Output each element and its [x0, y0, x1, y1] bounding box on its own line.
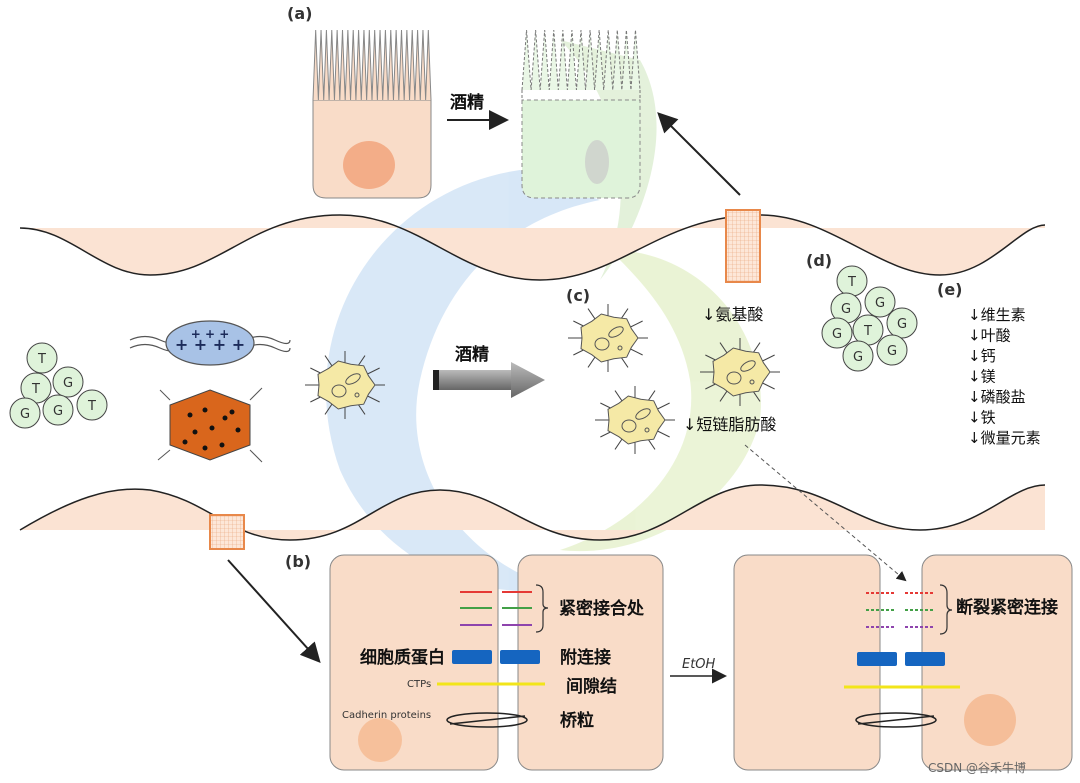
orange-microbe [157, 387, 263, 463]
nutrient-item: ↓铁 [968, 409, 996, 427]
alcohol-label-top: 酒精 [450, 92, 484, 113]
patch-to-panel-b-arrow [227, 559, 321, 663]
gap-junction-label: 间隙结 [566, 676, 617, 697]
lower-wall-edge [19, 484, 1046, 541]
nutrient-item: ↓磷酸盐 [968, 388, 1026, 406]
panel-label-b: (b) [285, 552, 311, 571]
panel-label-e: (e) [937, 280, 962, 299]
microbe-letter: G [897, 317, 907, 332]
microbe-letter: T [847, 275, 856, 290]
microbe-letter: G [63, 376, 73, 391]
nutrient-item: ↓叶酸 [968, 327, 1011, 345]
lower-intestinal-wall [20, 485, 1045, 540]
lumen-to-cell-arrow [657, 112, 741, 196]
alcohol-label-mid: 酒精 [455, 344, 489, 365]
broken-tight-junction-lines [866, 584, 953, 635]
tight-junction-lines [460, 584, 549, 633]
tight-junction-label: 紧密接合处 [559, 598, 645, 619]
panel-label-d: (d) [806, 251, 832, 270]
upper-intestinal-wall [20, 215, 1045, 280]
nutrient-deficiency-list: ↓维生素 ↓叶酸 ↓钙 ↓镁 ↓磷酸盐 ↓铁 ↓微量元素 [968, 306, 1041, 447]
nutrient-item: ↓维生素 [968, 306, 1026, 324]
nutrient-item: ↓钙 [968, 347, 996, 365]
cadherin-label: Cadherin proteins [342, 710, 431, 721]
microbe-letter: G [20, 407, 30, 422]
healthy-epithelial-cell [312, 29, 432, 199]
watermark: CSDN @谷禾牛博 [928, 760, 1026, 775]
nutrient-item: ↓镁 [968, 368, 996, 386]
broken-tight-junction-label: 断裂紧密连接 [956, 597, 1058, 618]
cytoplasmic-protein-label: 细胞质蛋白 [360, 647, 445, 668]
microbe-circle: T [26, 342, 58, 374]
lower-wall-patch [209, 514, 245, 550]
microbe-letter: T [87, 399, 96, 414]
yellow-bacterium [595, 386, 675, 454]
yellow-bacterium [568, 304, 648, 372]
ctps-label: CTPs [407, 679, 431, 690]
desmosome-bar [449, 715, 526, 725]
etoh-label: EtOH [682, 657, 716, 672]
microbe-circle: G [821, 317, 853, 349]
upper-wall-patch [725, 209, 761, 283]
microvilli [312, 29, 432, 101]
damaged-desmosome [855, 712, 937, 728]
amino-acid-label: ↓氨基酸 [702, 305, 763, 324]
microbe-circle: G [9, 397, 41, 429]
microbe-letter: T [37, 352, 46, 367]
microbe-circle: G [876, 334, 908, 366]
microbe-circle: G [52, 366, 84, 398]
nucleus [343, 141, 395, 189]
nutrient-item: ↓微量元素 [968, 429, 1041, 447]
microbe-circle: T [836, 265, 868, 297]
microbe-circle: G [842, 340, 874, 372]
microbe-letter: G [53, 404, 63, 419]
blue-microbe: + + + + + + + [129, 320, 291, 366]
damaged-adherens-blocks [857, 652, 945, 666]
alcohol-arrow-mid [433, 362, 545, 398]
damaged-cell-pair [733, 554, 1073, 771]
svg-text:+ + +: + + + [191, 327, 230, 341]
microbe-letter: T [863, 324, 872, 339]
svg-text:+ + + +: + + + + [175, 335, 245, 354]
microbe-letter: G [887, 344, 897, 359]
damaged-desmosome-bar [857, 715, 935, 725]
microbe-letter: G [875, 296, 885, 311]
microbe-circle: G [42, 394, 74, 426]
yellow-bacterium [700, 338, 780, 406]
desmosome [446, 712, 528, 728]
adherens-junction-label: 附连接 [560, 647, 611, 668]
panel-label-a: (a) [287, 4, 312, 23]
microbe-circle: T [76, 389, 108, 421]
damaged-microvilli [521, 29, 641, 100]
desmosome-label: 桥粒 [560, 710, 594, 731]
microbe-circle: G [886, 307, 918, 339]
microbe-letter: G [853, 350, 863, 365]
healthy-cell-pair [329, 554, 664, 771]
panel-label-c: (c) [566, 286, 590, 305]
scfa-label: ↓短链脂肪酸 [683, 415, 776, 434]
microbe-circle: G [864, 286, 896, 318]
yellow-bacterium [305, 351, 385, 419]
microbe-letter: G [841, 302, 851, 317]
microbe-letter: T [31, 382, 40, 397]
adherens-junction-blocks [452, 650, 540, 664]
damaged-nucleus [585, 140, 609, 184]
damaged-epithelial-cell [521, 29, 641, 199]
microbe-letter: G [832, 327, 842, 342]
upper-wall-edge [19, 214, 1046, 281]
microbe-circle: T [852, 314, 884, 346]
